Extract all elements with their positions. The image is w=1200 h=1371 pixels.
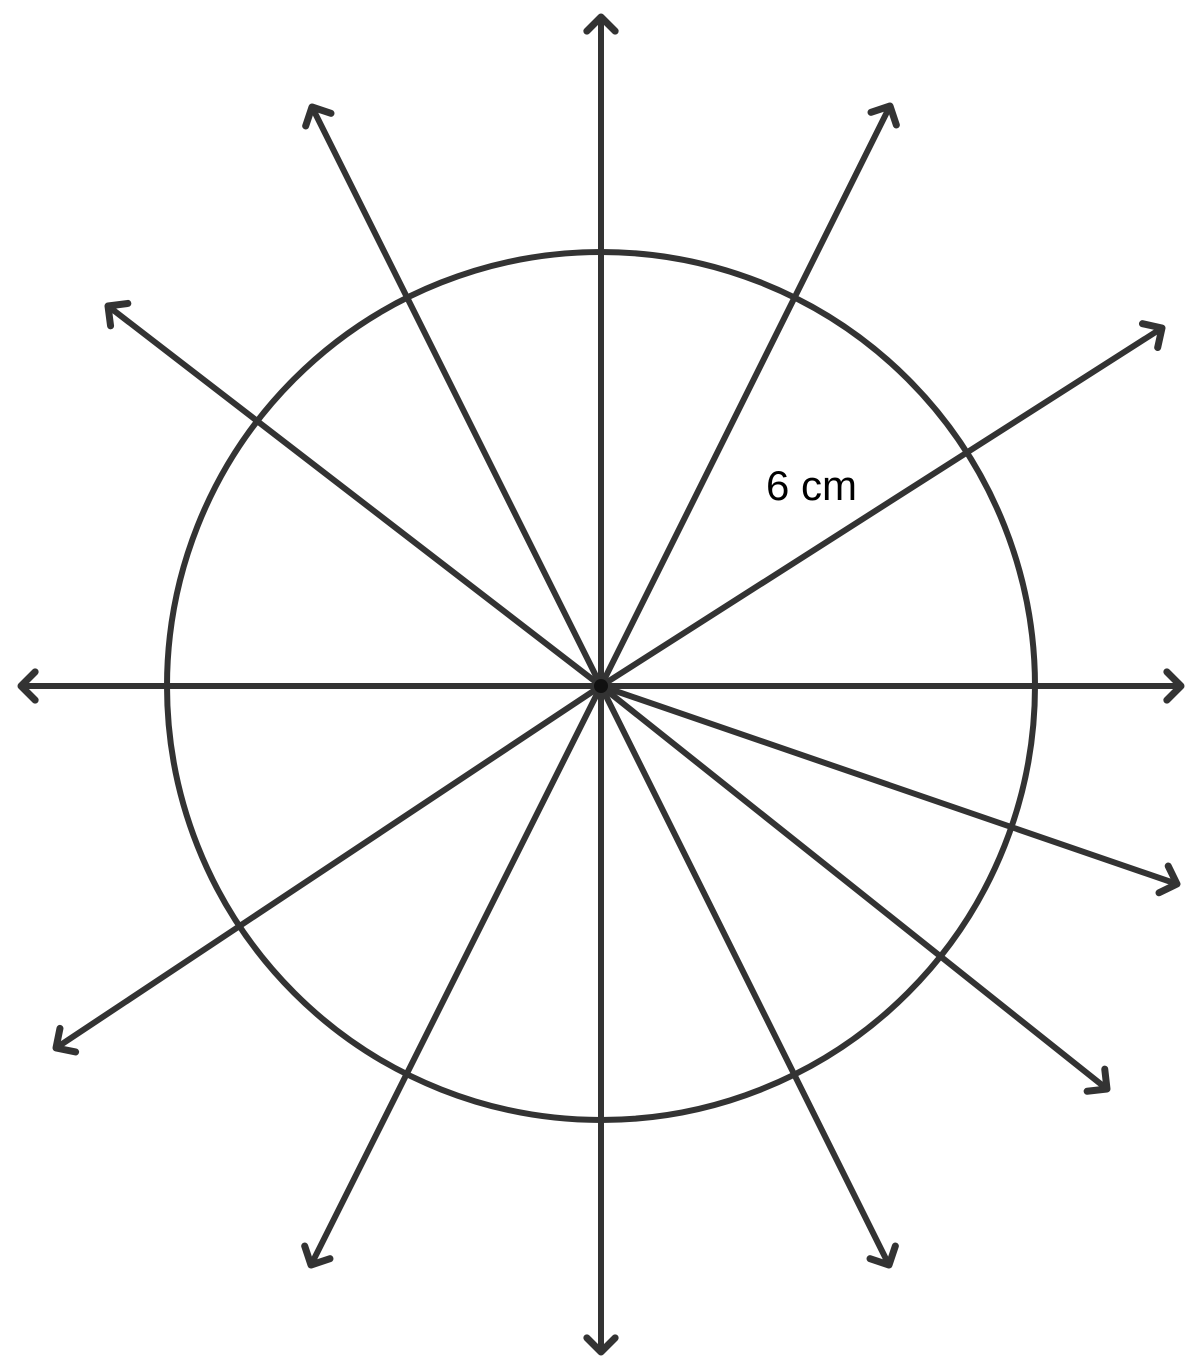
ray-up-left-arrow xyxy=(302,103,604,689)
ray-down-left-arrow xyxy=(301,683,604,1269)
ray-lower-right-arrow xyxy=(598,683,1111,1095)
arrowhead-icon xyxy=(1155,862,1181,897)
ray-right-lower-arrow xyxy=(598,683,1181,897)
arrowhead-icon xyxy=(104,299,132,330)
ray-down-right-arrow xyxy=(598,683,899,1269)
ray-right-upper-arrow xyxy=(598,320,1166,689)
ray-lower-right-line xyxy=(598,683,1110,1092)
ray-right-upper-line xyxy=(598,325,1165,689)
arrowhead-icon xyxy=(17,668,39,704)
ray-lower-left-line xyxy=(53,683,604,1051)
arrowhead-icon xyxy=(867,102,900,129)
ray-up-arrow xyxy=(583,13,619,689)
arrowhead-icon xyxy=(52,1024,80,1056)
center-point xyxy=(594,679,608,693)
ray-down-arrow xyxy=(583,683,619,1356)
ray-up-right-line xyxy=(598,103,893,689)
arrowhead-icon xyxy=(866,1242,899,1269)
ray-down-left-line xyxy=(308,683,604,1268)
ray-left-upper-arrow xyxy=(104,299,604,689)
arrowhead-icon xyxy=(1138,320,1166,352)
arrowhead-icon xyxy=(301,1242,334,1269)
radius-label: 6 cm xyxy=(766,462,857,509)
ray-right-lower-line xyxy=(598,683,1180,887)
ray-lower-left-arrow xyxy=(52,683,604,1056)
arrowhead-icon xyxy=(302,103,335,130)
ray-up-right-arrow xyxy=(598,102,900,689)
ray-left-arrow xyxy=(17,668,604,704)
ray-up-left-line xyxy=(309,104,604,689)
ray-right-arrow xyxy=(598,668,1185,704)
arrowhead-icon xyxy=(1163,668,1185,704)
ray-left-upper-line xyxy=(105,303,604,689)
ray-down-right-line xyxy=(598,683,892,1268)
arrowhead-icon xyxy=(583,13,619,35)
arrowhead-icon xyxy=(1083,1065,1111,1095)
arrowhead-icon xyxy=(583,1334,619,1356)
rays-group xyxy=(17,13,1185,1356)
